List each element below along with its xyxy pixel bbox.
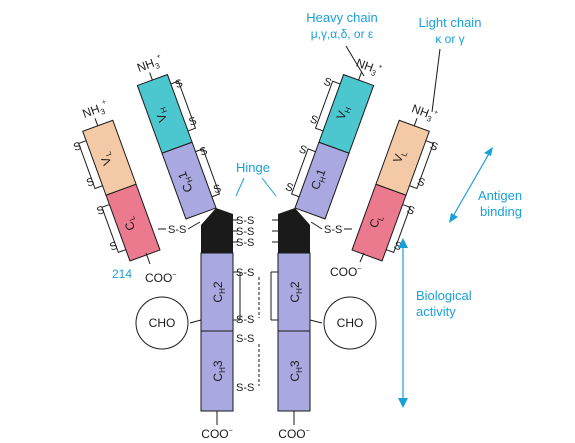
biological-activity-arrow [398, 238, 408, 408]
hinge-region-left [201, 208, 233, 253]
ch3-label-left: CH3 [211, 360, 227, 381]
cho-label-right: CHO [337, 316, 364, 330]
vh-s-right-b: S [308, 113, 319, 127]
left-heavy-arm: CH1 VH S S S S NH3+ [135, 53, 223, 220]
hinge-disulfides: S-S S-S S-S [233, 215, 278, 249]
right-light-arm: CL VL S S S S NH3+ [351, 101, 439, 262]
nh3-heavy-left: NH3+ [135, 53, 165, 77]
ch3-disulfide-bottom: S-S [236, 382, 254, 394]
coo-light-left: COO− [145, 271, 176, 285]
light-heavy-disulfide-left: S-S [168, 224, 186, 236]
ch2-domain-left [200, 252, 234, 332]
cho-circle-right [323, 296, 377, 350]
vh-s-left-b: S [187, 115, 198, 129]
biological-activity-label-1: Biological [416, 288, 472, 303]
hinge-region-right [278, 208, 310, 253]
ch1-s-left-a: S [198, 145, 209, 159]
nh3-light-right: NH3+ [409, 101, 439, 125]
ch2-label-left: CH2 [211, 281, 227, 302]
coo-stem-left: COO− [201, 427, 232, 441]
antigen-binding-label-2: binding [480, 204, 522, 219]
vl-label-right: VL [390, 148, 409, 166]
cho-circle-left [135, 296, 189, 350]
vl-s-right-b: S [415, 176, 426, 190]
ch3-label-right: CH3 [288, 360, 304, 381]
antigen-binding-label-1: Antigen [478, 188, 522, 203]
light-heavy-disulfide-right: S-S [324, 224, 342, 236]
ch3-domain-right [277, 330, 311, 412]
hinge-disulfide-2: S-S [236, 226, 254, 238]
left-light-arm: CL VL S S S S NH3+ [72, 99, 161, 262]
cl-s-right-b: S [392, 240, 403, 254]
cho-label-left: CHO [149, 316, 176, 330]
right-heavy-arm: CH1 VH S S S S NH3+ [284, 56, 383, 220]
light-chain-title: Light chain [419, 15, 482, 30]
vl-s-right-a: S [428, 140, 439, 154]
ch1-s-right-b: S [284, 181, 295, 195]
ch1-s-left-b: S [212, 183, 223, 197]
heavy-chain-title: Heavy chain [306, 10, 378, 25]
antigen-binding-arrow [449, 147, 493, 223]
vl-s-left-a: S [72, 140, 83, 154]
coo-stem-right: COO− [278, 427, 309, 441]
ch3-domain-left [200, 330, 234, 412]
ch1-s-right-a: S [297, 143, 308, 157]
ch2-label-right: CH2 [288, 281, 304, 302]
hinge-disulfide-1: S-S [236, 215, 254, 227]
residue-214-label: 214 [112, 267, 132, 281]
biological-activity-label-2: activity [416, 304, 456, 319]
nh3-light-left: NH3+ [81, 99, 111, 123]
stem-s-labels: S-S S-S S-S S-S [236, 267, 254, 394]
hinge-label: Hinge [236, 160, 270, 175]
nh3-heavy-right: NH3+ [353, 56, 383, 80]
vh-s-left-a: S [174, 77, 185, 91]
hinge-disulfide-3: S-S [236, 237, 254, 249]
light-chain-types: κ or γ [435, 32, 464, 46]
coo-light-right: COO− [330, 265, 361, 279]
cl-s-right-a: S [405, 204, 416, 218]
ch3-disulfide-top: S-S [236, 333, 254, 345]
ch2-disulfide-left-bottom: S-S [236, 314, 254, 326]
stem-domain-labels: CH2 CH2 CH3 CH3 [211, 281, 304, 381]
cl-label-right: CL [366, 212, 386, 230]
cl-s-left-b: S [108, 240, 119, 254]
vh-s-right-a: S [322, 76, 333, 90]
ch2-disulfide-left-top: S-S [236, 267, 254, 279]
vl-s-left-b: S [85, 176, 96, 190]
ch2-disulfides [233, 271, 278, 321]
vh-label-right: VH [334, 103, 354, 122]
ch2-domain-right [277, 252, 311, 332]
cl-s-left-a: S [95, 204, 106, 218]
ch1-label-right: CH1 [308, 167, 330, 193]
heavy-chain-types: μ,γ,α,δ, or ε [311, 27, 374, 41]
